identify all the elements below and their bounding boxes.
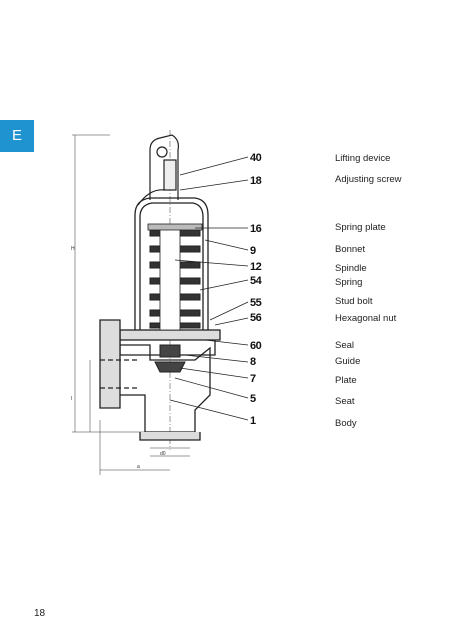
part-number-16: 16 <box>250 223 262 235</box>
part-number-54: 54 <box>250 275 263 287</box>
part-number-12: 12 <box>250 261 262 273</box>
lifting-device-shape <box>137 134 179 206</box>
dimension-seat-d0: d0 <box>160 451 166 457</box>
part-label-seat: Seat <box>335 396 355 407</box>
spring-plate-shape <box>147 223 203 231</box>
part-number-1: 1 <box>250 415 256 427</box>
dimension-lines <box>72 134 190 475</box>
part-label-lifting-device: Lifting device <box>335 153 391 164</box>
part-number-60: 60 <box>250 340 262 352</box>
dimension-height: H <box>71 246 75 252</box>
part-label-stud-bolt: Stud bolt <box>335 296 373 307</box>
dimension-inlet-height: I <box>71 396 72 402</box>
part-number-7: 7 <box>250 373 256 385</box>
part-number-18: 18 <box>250 175 262 187</box>
part-label-adjusting-screw: Adjusting screw <box>335 174 402 185</box>
part-label-spindle: Spindle <box>335 263 367 274</box>
part-label-seal: Seal <box>335 340 355 351</box>
part-number-55: 55 <box>250 297 262 309</box>
part-number-9: 9 <box>250 245 256 257</box>
disc-guide-shape <box>154 344 186 373</box>
leader-lines <box>169 156 249 421</box>
part-label-spring-plate: Spring plate <box>335 222 386 233</box>
part-label-body: Body <box>335 418 357 429</box>
part-label-spring: Spring <box>335 277 363 288</box>
part-label-hexagonal-nut: Hexagonal nut <box>335 313 397 324</box>
page-number: 18 <box>34 608 46 619</box>
spindle-shape <box>159 224 181 331</box>
section-tab: E <box>0 120 34 152</box>
part-label-plate: Plate <box>335 375 357 386</box>
body-shape <box>99 319 216 441</box>
dimension-outlet-offset: a <box>137 464 140 470</box>
part-number-56: 56 <box>250 312 262 324</box>
part-number-5: 5 <box>250 393 256 405</box>
part-number-40: 40 <box>250 152 262 164</box>
part-numbers: 40 18 16 9 12 54 55 56 60 8 7 5 1 <box>250 152 263 427</box>
part-number-8: 8 <box>250 356 256 368</box>
part-label-bonnet: Bonnet <box>335 244 366 255</box>
part-label-guide: Guide <box>335 356 361 367</box>
